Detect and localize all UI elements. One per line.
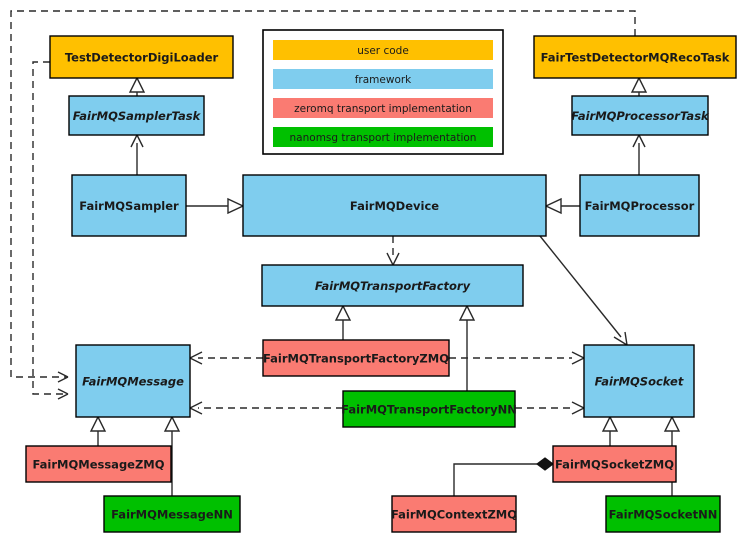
class-node-FairMQContextZMQ[interactable]: FairMQContextZMQ (391, 495, 517, 533)
legend-label-user_code: user code (357, 45, 409, 57)
class-node-box (583, 344, 695, 418)
class-node-label: FairMQProcessor (585, 199, 695, 213)
class-node-box (261, 264, 524, 307)
class-node-box (552, 445, 677, 483)
edge-layer (10, 10, 681, 496)
edge-factoryzmq-to-message-arrowhead (189, 351, 203, 365)
legend-item-framework: framework (273, 69, 493, 89)
class-node-box (68, 95, 205, 136)
legend-swatch-nanomsg (273, 127, 493, 147)
edge-factoryzmq-to-socket-arrowhead (571, 351, 585, 365)
edge-device-to-socket (539, 235, 622, 338)
class-node-box (605, 495, 721, 533)
class-node-label: TestDetectorDigiLoader (65, 51, 219, 65)
edge-socketzmq-to-socket-triangle (601, 415, 619, 432)
edge-device-to-transportfactory-arrowhead (386, 252, 400, 266)
class-node-label: FairMQSampler (79, 199, 179, 213)
class-node-label: FairMQSamplerTask (73, 109, 202, 123)
legend: user code framework zeromq transport imple… (262, 29, 504, 155)
class-node-label: FairMQTransportFactoryZMQ (263, 352, 449, 366)
legend-label-zeromq: zeromq transport implementation (294, 103, 472, 115)
class-node-FairMQMessageNN[interactable]: FairMQMessageNN (103, 495, 241, 533)
class-node-FairMQTransportFactory[interactable]: FairMQTransportFactory (261, 264, 524, 307)
class-node-box (571, 95, 709, 136)
edge-device-to-socket-arrowhead (613, 331, 628, 346)
class-node-box (342, 390, 516, 428)
class-node-FairTestDetectorMQRecoTask[interactable]: FairTestDetectorMQRecoTask (533, 35, 737, 79)
node-layer: TestDetectorDigiLoader FairTestDetectorMQ… (25, 35, 737, 533)
edge-messagezmq-to-message-triangle (89, 415, 107, 432)
edge-socketzmq-composition-diamond (536, 457, 554, 471)
edge-samplertask-to-digiloader-triangle (128, 76, 146, 93)
class-node-TestDetectorDigiLoader[interactable]: TestDetectorDigiLoader (49, 35, 234, 79)
class-node-box (25, 445, 172, 483)
legend-item-nanomsg: nanomsg transport implementation (273, 127, 493, 147)
class-node-box (71, 174, 187, 237)
class-node-label: FairMQSocketNN (609, 508, 718, 522)
legend-swatch-user_code (273, 40, 493, 60)
legend-swatch-zeromq (273, 98, 493, 118)
legend-item-user_code: user code (273, 40, 493, 60)
edge-factorynn-to-factory-triangle (458, 304, 476, 321)
class-node-FairMQSampler[interactable]: FairMQSampler (71, 174, 187, 237)
class-node-label: FairMQDevice (350, 199, 439, 213)
class-node-FairMQMessageZMQ[interactable]: FairMQMessageZMQ (25, 445, 172, 483)
class-node-label: FairMQMessageZMQ (32, 458, 164, 472)
class-node-box (103, 495, 241, 533)
edge-messagenn-to-message-triangle (163, 415, 181, 432)
class-node-box (262, 339, 450, 377)
class-node-label: FairMQTransportFactory (315, 279, 471, 293)
class-node-FairMQProcessorTask[interactable]: FairMQProcessorTask (571, 95, 710, 136)
class-node-box (49, 35, 234, 79)
legend-item-zeromq: zeromq transport implementation (273, 98, 493, 118)
edge-socketnn-to-socket-triangle (663, 415, 681, 432)
class-node-label: FairMQSocketZMQ (555, 458, 674, 472)
edge-factorynn-to-message-arrowhead (189, 401, 203, 415)
class-node-box (75, 344, 191, 418)
class-node-FairMQSocketNN[interactable]: FairMQSocketNN (605, 495, 721, 533)
class-node-label: FairMQContextZMQ (391, 508, 517, 522)
edge-processortask-to-recotask-triangle (630, 76, 648, 93)
edge-processor-to-processortask-arrowhead (632, 134, 646, 148)
class-node-box (533, 35, 737, 79)
edge-sampler-to-samplertask-arrowhead (130, 134, 144, 148)
edge-factoryzmq-to-factory-triangle (334, 304, 352, 321)
class-node-label: FairMQMessage (82, 375, 184, 389)
class-node-FairMQTransportFactoryZMQ[interactable]: FairMQTransportFactoryZMQ (262, 339, 450, 377)
class-node-FairMQTransportFactoryNN[interactable]: FairMQTransportFactoryNN (341, 390, 517, 428)
legend-swatch-framework (273, 69, 493, 89)
edge-recotask-to-message-arrowhead (57, 371, 69, 383)
class-node-label: FairMQTransportFactoryNN (341, 403, 517, 417)
edge-digiloader-to-message (32, 61, 68, 395)
edge-recotask-to-message (10, 10, 636, 378)
edge-factorynn-to-socket-arrowhead (571, 401, 585, 415)
legend-label-framework: framework (355, 74, 412, 86)
class-node-label: FairTestDetectorMQRecoTask (541, 51, 730, 65)
edge-socketzmq-to-contextzmq (453, 463, 537, 496)
edge-sampler-to-device-triangle (227, 197, 245, 215)
class-node-label: FairMQSocket (595, 375, 684, 389)
class-node-label: FairMQProcessorTask (571, 109, 710, 123)
class-node-box (579, 174, 700, 237)
class-node-label: FairMQMessageNN (111, 508, 233, 522)
class-node-FairMQMessage[interactable]: FairMQMessage (75, 344, 191, 418)
class-node-FairMQDevice[interactable]: FairMQDevice (242, 174, 547, 237)
class-node-FairMQSocket[interactable]: FairMQSocket (583, 344, 695, 418)
class-node-FairMQSocketZMQ[interactable]: FairMQSocketZMQ (552, 445, 677, 483)
class-node-box (391, 495, 517, 533)
class-node-box (242, 174, 547, 237)
edge-digiloader-to-message-arrowhead (57, 388, 69, 400)
class-node-FairMQSamplerTask[interactable]: FairMQSamplerTask (68, 95, 205, 136)
legend-label-nanomsg: nanomsg transport implementation (290, 132, 477, 144)
edge-processor-to-device-triangle (544, 197, 562, 215)
class-node-FairMQProcessor[interactable]: FairMQProcessor (579, 174, 700, 237)
